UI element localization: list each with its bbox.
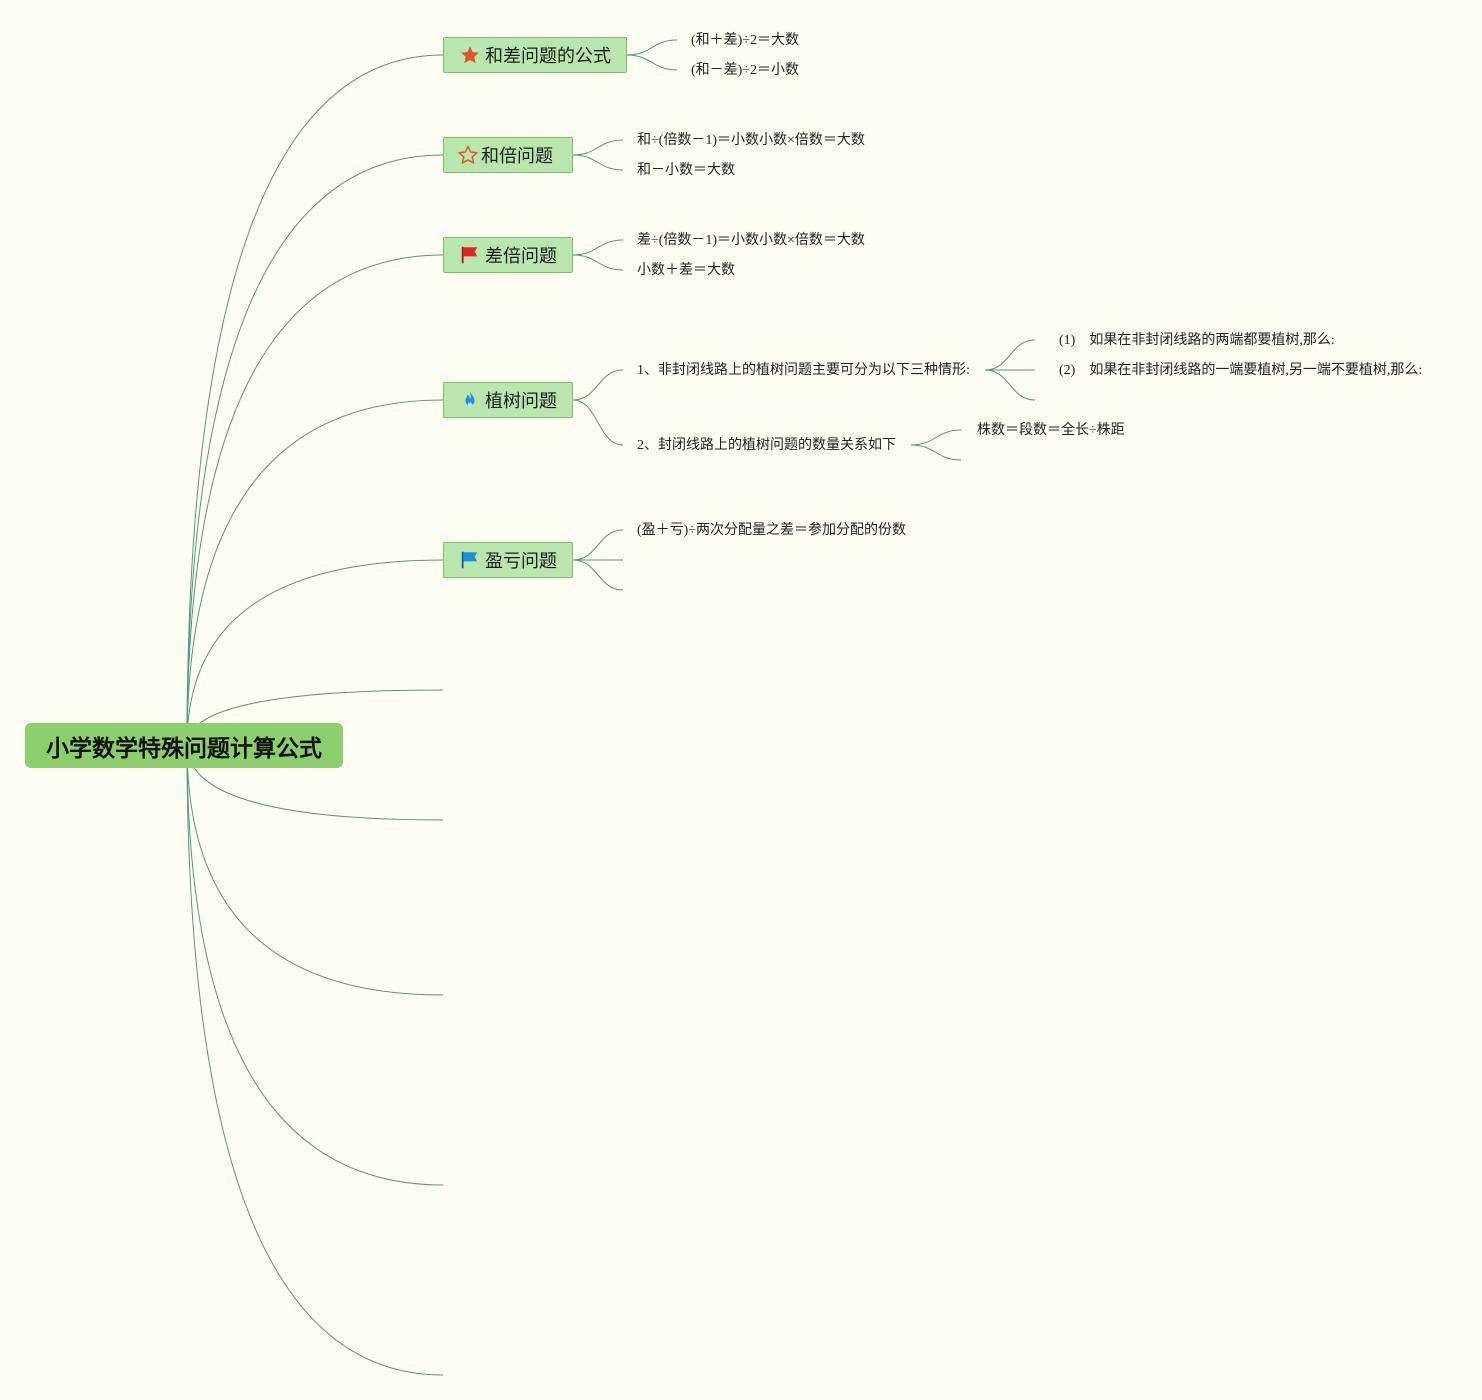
root-connector [186, 254, 444, 746]
branch-connector [572, 369, 624, 401]
subtopic-open-line[interactable]: 1、非封闭线路上的植树问题主要可分为以下三种情形: [637, 363, 970, 378]
topic-label: 差倍问题 [485, 246, 557, 267]
branch-connector [626, 39, 678, 56]
branch-connector [572, 254, 624, 271]
branch-connector [910, 429, 962, 446]
root-connector [186, 744, 444, 1376]
root-connector [186, 154, 444, 746]
root-connector [186, 559, 444, 746]
fire-icon [459, 389, 481, 411]
topic-label: 和倍问题 [481, 146, 553, 167]
root-connector [186, 744, 444, 1186]
root-connector [186, 54, 444, 746]
subtopic-closed-line[interactable]: 2、封闭线路上的植树问题的数量关系如下 [637, 438, 896, 453]
root-connector [186, 399, 444, 746]
topic-label: 植树问题 [485, 391, 557, 412]
leaf-formula[interactable]: (和－差)÷2＝小数 [691, 63, 800, 78]
topic-surplus-deficit[interactable]: 盈亏问题 [443, 542, 573, 578]
star-outline-icon [457, 144, 479, 166]
leaf-formula[interactable]: (盈＋亏)÷两次分配量之差＝参加分配的份数 [637, 523, 907, 538]
branch-connector [910, 444, 962, 461]
branch-connector [572, 139, 624, 156]
leaf-formula[interactable]: (1) 如果在非封闭线路的两端都要植树,那么: [1059, 333, 1335, 348]
leaf-formula[interactable]: 小数＋差＝大数 [637, 263, 735, 278]
root-topic[interactable]: 小学数学特殊问题计算公式 [25, 723, 343, 768]
star-filled-icon [459, 44, 481, 66]
topic-sum-multiple[interactable]: 和倍问题 [443, 137, 573, 173]
leaf-formula[interactable]: 和÷(倍数－1)＝小数小数×倍数＝大数 [637, 133, 865, 148]
leaf-formula[interactable]: 差÷(倍数－1)＝小数小数×倍数＝大数 [637, 233, 865, 248]
leaf-formula[interactable]: (和＋差)÷2＝大数 [691, 33, 800, 48]
blue-flag-icon [459, 549, 481, 571]
topic-difference-multiple[interactable]: 差倍问题 [443, 237, 573, 273]
topic-label: 和差问题的公式 [485, 46, 611, 67]
branch-connector [572, 559, 624, 591]
leaf-formula[interactable]: 株数＝段数＝全长÷株距 [977, 423, 1125, 438]
topic-sum-difference[interactable]: 和差问题的公式 [443, 37, 627, 73]
branch-connector [572, 529, 624, 561]
branch-connector [626, 54, 678, 71]
branch-connector [984, 369, 1036, 401]
topic-label: 盈亏问题 [485, 551, 557, 572]
branch-connector [572, 154, 624, 171]
branch-connector [572, 399, 624, 446]
leaf-formula[interactable]: 和－小数＝大数 [637, 163, 735, 178]
topic-tree-planting[interactable]: 植树问题 [443, 382, 573, 418]
branch-connector [572, 239, 624, 256]
branch-connector [984, 339, 1036, 371]
leaf-formula[interactable]: (2) 如果在非封闭线路的一端要植树,另一端不要植树,那么: [1059, 363, 1423, 378]
red-flag-icon [459, 244, 481, 266]
root-connector [186, 744, 444, 996]
